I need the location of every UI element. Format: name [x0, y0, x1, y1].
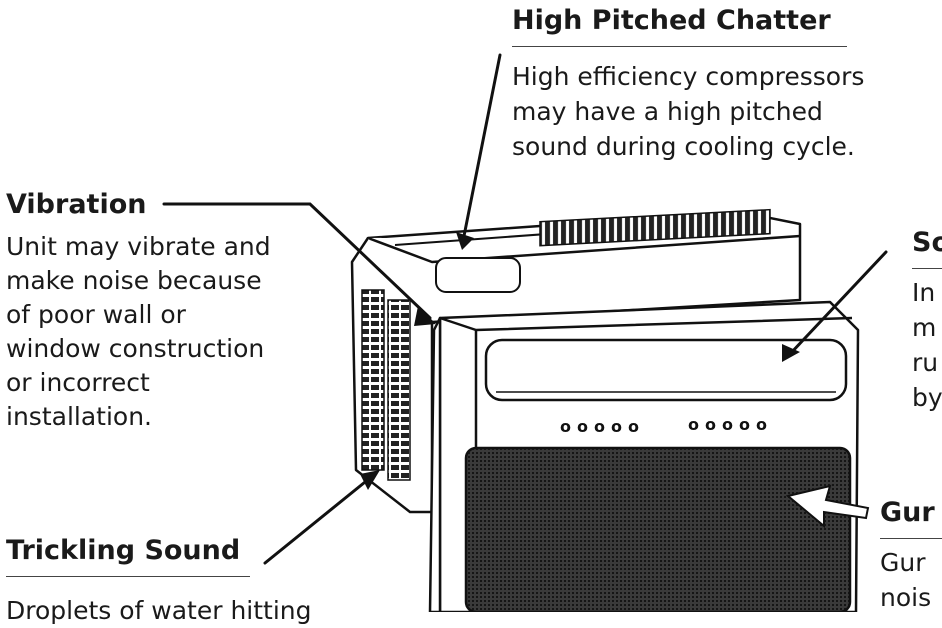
control-buttons-right: ooooo — [688, 415, 773, 434]
callout-high-pitched: High Pitched Chatter High efficiency com… — [512, 4, 864, 164]
top-panel-cover — [435, 257, 521, 293]
callout-heading: Vibration — [6, 189, 147, 220]
air-conditioner-illustration: ooooo ooooo — [162, 53, 888, 612]
callout-heading: Trickling Sound — [6, 534, 250, 577]
callout-sound-right: So In m ru by — [912, 226, 942, 415]
callout-heading: So — [912, 226, 942, 269]
callout-vibration: Vibration Unit may vibrate and make nois… — [6, 188, 271, 434]
side-vent — [387, 299, 411, 481]
callout-heading: High Pitched Chatter — [512, 4, 847, 47]
callout-description: Gur nois — [880, 548, 932, 612]
callout-description: Unit may vibrate and make noise because … — [6, 232, 271, 431]
arrow-vibration — [162, 202, 432, 320]
top-vent — [539, 208, 771, 247]
control-buttons-left: ooooo — [560, 417, 645, 436]
front-grille — [464, 446, 852, 612]
callout-gurgle: Gur Gur nois — [880, 496, 942, 615]
callout-heading: Gur — [880, 496, 942, 539]
callout-trickling: Trickling Sound Droplets of water hittin… — [6, 534, 312, 628]
arrow-heads — [360, 232, 800, 490]
arrow-trickling — [263, 476, 372, 565]
callout-description: Droplets of water hitting — [6, 596, 312, 625]
callout-description: High efficiency compressors may have a h… — [512, 62, 865, 161]
callout-arrows — [162, 53, 888, 565]
air-outlet — [484, 338, 848, 402]
arrow-high-pitched — [462, 53, 502, 238]
side-vent — [361, 289, 385, 471]
arrow-gurgle — [785, 484, 870, 529]
callout-description: In m ru by — [912, 278, 942, 412]
arrow-sound-right — [788, 250, 888, 356]
